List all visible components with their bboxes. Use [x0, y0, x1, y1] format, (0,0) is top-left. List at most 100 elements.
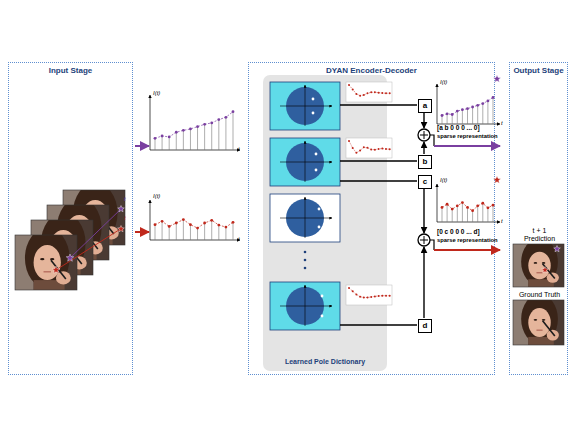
signal-plot [150, 240, 240, 241]
atom-response [348, 140, 350, 142]
face-photo [92, 226, 99, 227]
signal-plot [176, 223, 177, 240]
signal-plot [183, 220, 184, 240]
face-photo [542, 319, 546, 321]
signal-plot [189, 128, 192, 131]
pole-dot [318, 208, 321, 211]
frame-border [47, 205, 109, 260]
face-photo [31, 220, 93, 275]
signal-plot [183, 130, 184, 150]
wire [340, 180, 417, 181]
signal-plot [217, 224, 220, 227]
signal-plot [442, 207, 443, 222]
signal-plot [477, 206, 478, 222]
wire [430, 135, 434, 146]
axis-label: I(t) [440, 79, 447, 85]
signal-plot [437, 184, 438, 222]
coefficient-letter: a [423, 101, 427, 110]
face-photo [547, 272, 559, 282]
coefficient-box: a [418, 99, 432, 113]
atom-response [367, 147, 369, 149]
signal-plot [162, 136, 163, 150]
face-photo [63, 190, 125, 245]
face-photo [528, 279, 554, 287]
atom-response [346, 285, 392, 305]
signal-plot [466, 206, 469, 209]
atom-response [378, 295, 380, 297]
signal-plot [150, 200, 151, 240]
face-photo [73, 190, 118, 243]
signal-plot [446, 112, 449, 115]
atom-response [385, 92, 387, 94]
signal-plot [487, 206, 490, 209]
signal-plot [481, 202, 484, 205]
atom-response [346, 82, 392, 102]
star-marker [542, 267, 549, 273]
stage-panel: Output Staget + 1PredictionGround Truth [509, 62, 568, 375]
face-photo [47, 205, 109, 260]
signal-plot [442, 116, 443, 125]
output-arrow [434, 249, 500, 251]
signal-plot [150, 95, 240, 150]
signal-plot [155, 220, 233, 229]
atom-response [389, 295, 391, 297]
face-photo [513, 300, 564, 345]
atom-response [346, 138, 392, 158]
face-photo [88, 213, 92, 215]
signal-plot [471, 106, 474, 109]
stage-panel: DYAN Encoder-DecoderLearned Pole Diction… [248, 62, 495, 375]
face-photo [88, 241, 103, 254]
signal-plot [493, 97, 494, 124]
atom-response [381, 92, 383, 94]
atom-response [374, 91, 376, 93]
panel-heading: Output Stage [513, 66, 563, 75]
signal-plot [203, 222, 206, 225]
ellipsis-dot [304, 251, 307, 254]
face-photo [50, 265, 81, 275]
atom-response [378, 92, 380, 94]
signal-plot [442, 97, 493, 115]
pole-atoms [305, 85, 306, 126]
signal-plot [482, 104, 483, 124]
pole-atoms [270, 82, 392, 330]
face-photo [82, 200, 109, 235]
signal-plot [161, 220, 164, 223]
signal-plot [161, 135, 164, 138]
face-photo [76, 241, 83, 242]
signal-plot [437, 184, 500, 222]
coefficient-box: b [418, 155, 432, 169]
frame-border [15, 235, 77, 290]
coefficient-letter: d [423, 321, 428, 330]
code-caption: sparse representation [437, 238, 498, 244]
coefficient-wiring [340, 105, 500, 325]
face-photo [34, 245, 61, 280]
signal-plot [211, 123, 212, 150]
signal-plot [204, 124, 205, 150]
pole-atoms [280, 106, 332, 107]
wire [340, 160, 417, 161]
wire [423, 188, 424, 233]
face-photo [41, 220, 86, 273]
atom-response [363, 94, 365, 96]
signal-plot [437, 222, 500, 223]
sum-symbol [418, 234, 430, 246]
face-photo [528, 252, 550, 280]
coefficient-box: d [418, 319, 432, 333]
signal-plot [467, 109, 468, 124]
signal-plot [225, 226, 228, 229]
signal-plot [487, 101, 488, 124]
signal-plot [211, 220, 212, 240]
face-photo [57, 205, 102, 258]
atom-response [346, 138, 392, 158]
signal-plot [233, 222, 234, 240]
signal-plot [155, 225, 156, 240]
signal-plot [182, 129, 185, 132]
axis-label: t [501, 218, 503, 224]
axis-label: I(t) [153, 193, 160, 199]
signal-plot [155, 138, 156, 150]
atom-response [349, 85, 390, 96]
atom-response [355, 93, 357, 95]
face-photo [534, 262, 538, 264]
axis-label: t [238, 146, 240, 152]
